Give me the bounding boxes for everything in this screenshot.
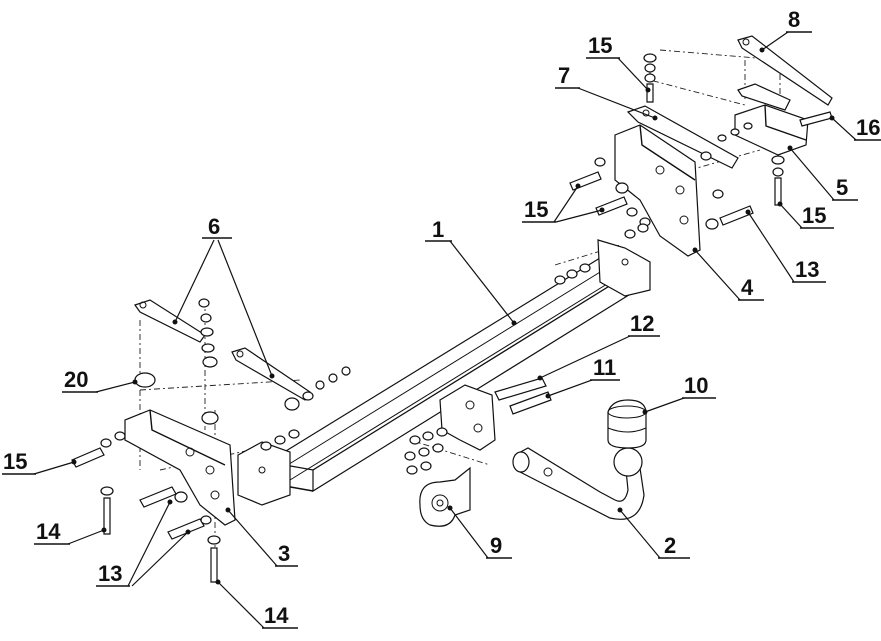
callout-7: 7 xyxy=(555,63,658,121)
callout-label-6: 6 xyxy=(208,214,220,239)
callout-5: 5 xyxy=(787,145,858,201)
right-top-strap xyxy=(737,35,833,111)
callout-label-15-top: 15 xyxy=(588,33,612,58)
main-cross-beam xyxy=(237,239,651,506)
callout-10: 10 xyxy=(642,373,716,415)
right-side-bracket xyxy=(614,124,701,257)
callout-label-20: 20 xyxy=(64,367,88,392)
callout-label-14-left: 14 xyxy=(36,519,61,544)
callout-11: 11 xyxy=(545,355,620,399)
callout-label-8: 8 xyxy=(788,7,800,32)
callout-label-13-right: 13 xyxy=(795,257,819,282)
right-mounting-block xyxy=(734,104,809,156)
callout-1: 1 xyxy=(425,217,517,326)
callout-12: 12 xyxy=(537,311,660,381)
callout-label-4: 4 xyxy=(741,275,754,300)
callout-label-12: 12 xyxy=(630,311,654,336)
callout-label-15-left: 15 xyxy=(3,449,27,474)
callout-label-14-bottom: 14 xyxy=(264,603,289,628)
callout-label-15-right: 15 xyxy=(802,203,826,228)
callouts: 1 2 3 4 5 xyxy=(2,7,881,629)
callout-label-2: 2 xyxy=(664,533,676,558)
callout-label-5: 5 xyxy=(836,175,848,200)
callout-14-left: 14 xyxy=(34,519,107,545)
callout-20: 20 xyxy=(62,367,138,393)
callout-label-9: 9 xyxy=(490,533,502,558)
callout-label-7: 7 xyxy=(558,63,570,88)
callout-label-16: 16 xyxy=(856,115,880,140)
callout-15-middle: 15 xyxy=(522,183,605,223)
callout-label-3: 3 xyxy=(278,541,290,566)
callout-6: 6 xyxy=(172,214,275,379)
left-side-bracket xyxy=(124,409,236,526)
tow-ball-neck xyxy=(512,447,645,520)
ball-cap xyxy=(607,399,647,449)
callout-3: 3 xyxy=(225,507,298,567)
callout-15-top: 15 xyxy=(586,33,651,93)
callout-label-11: 11 xyxy=(593,355,616,380)
callout-14-bottom: 14 xyxy=(215,579,298,629)
callout-label-13-left: 13 xyxy=(98,561,122,586)
callout-label-1: 1 xyxy=(432,217,444,242)
left-fasteners xyxy=(71,298,351,583)
center-hitch-mount xyxy=(404,377,552,475)
callout-4: 4 xyxy=(692,247,764,301)
callout-label-10: 10 xyxy=(684,373,708,398)
callout-15-right: 15 xyxy=(777,201,834,229)
callout-13-left: 13 xyxy=(96,499,191,587)
callout-16: 16 xyxy=(829,115,881,141)
callout-2: 2 xyxy=(617,507,690,559)
left-straps xyxy=(134,299,311,401)
callout-9: 9 xyxy=(447,505,512,559)
callout-label-15-middle: 15 xyxy=(524,197,548,222)
callout-13-right: 13 xyxy=(745,209,826,283)
callout-8: 8 xyxy=(759,7,812,53)
socket-plate xyxy=(419,466,471,527)
callout-15-left: 15 xyxy=(2,449,77,475)
